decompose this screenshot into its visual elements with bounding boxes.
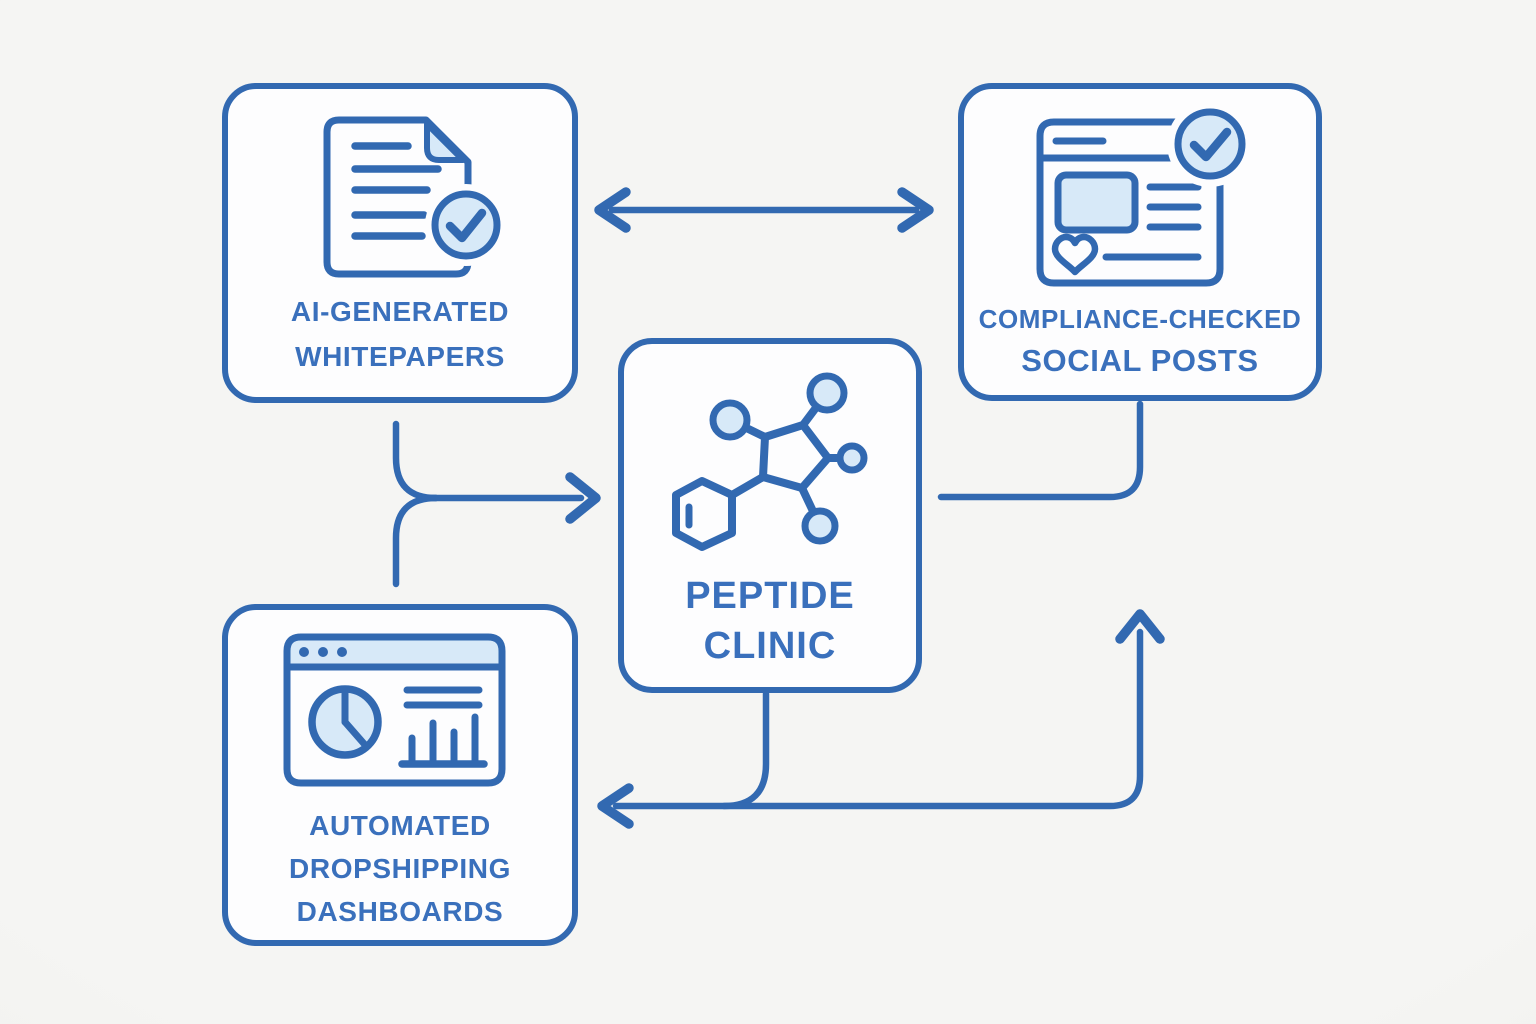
molecule-icon [672,372,868,551]
node-social-posts: COMPLIANCE-CHECKED SOCIAL POSTS [958,83,1322,401]
atom [801,507,839,545]
label-line: COMPLIANCE-CHECKED [978,304,1302,334]
label-line: CLINIC [703,625,837,667]
node-social-posts-label: COMPLIANCE-CHECKED SOCIAL POSTS [979,299,1302,382]
node-whitepapers-label: AI-GENERATED WHITEPAPERS [291,289,509,379]
check-mark [445,208,487,243]
connector-clinic-to-social [937,400,1144,501]
social-post-check-icon [1036,101,1253,287]
hexagon-ring [672,477,736,551]
check-mark [1189,127,1231,162]
atom [806,372,848,414]
browser-dot [299,647,309,657]
node-peptide-clinic: PEPTIDE CLINIC [618,338,922,693]
document-check-icon [323,116,507,278]
node-dashboards-label: AUTOMATED DROPSHIPPING DASHBOARDS [289,804,511,933]
node-peptide-clinic-label: PEPTIDE CLINIC [685,571,855,671]
label-line: WHITEPAPERS [295,341,505,372]
connector-clinic-to-dashboards [597,609,1165,829]
browser-dot [337,647,347,657]
connector-whitepapers-social-double-arrow [594,187,934,233]
label-line: DASHBOARDS [296,896,504,927]
label-line: PEPTIDE [685,575,855,617]
label-line: SOCIAL POSTS [1021,343,1259,378]
connector-merge-into-clinic [392,420,601,588]
label-line: AUTOMATED [309,810,491,841]
pentagon-ring [759,421,832,492]
node-whitepapers: AI-GENERATED WHITEPAPERS [222,83,578,403]
node-dashboards: AUTOMATED DROPSHIPPING DASHBOARDS [222,604,578,946]
dashboard-chart-icon [283,633,506,787]
atom [836,442,868,474]
browser-top-bar [290,640,499,664]
atom [709,399,751,441]
browser-dot [318,647,328,657]
label-line: AI-GENERATED [290,296,510,327]
heart-icon [1051,233,1098,276]
label-line: DROPSHIPPING [289,853,511,884]
